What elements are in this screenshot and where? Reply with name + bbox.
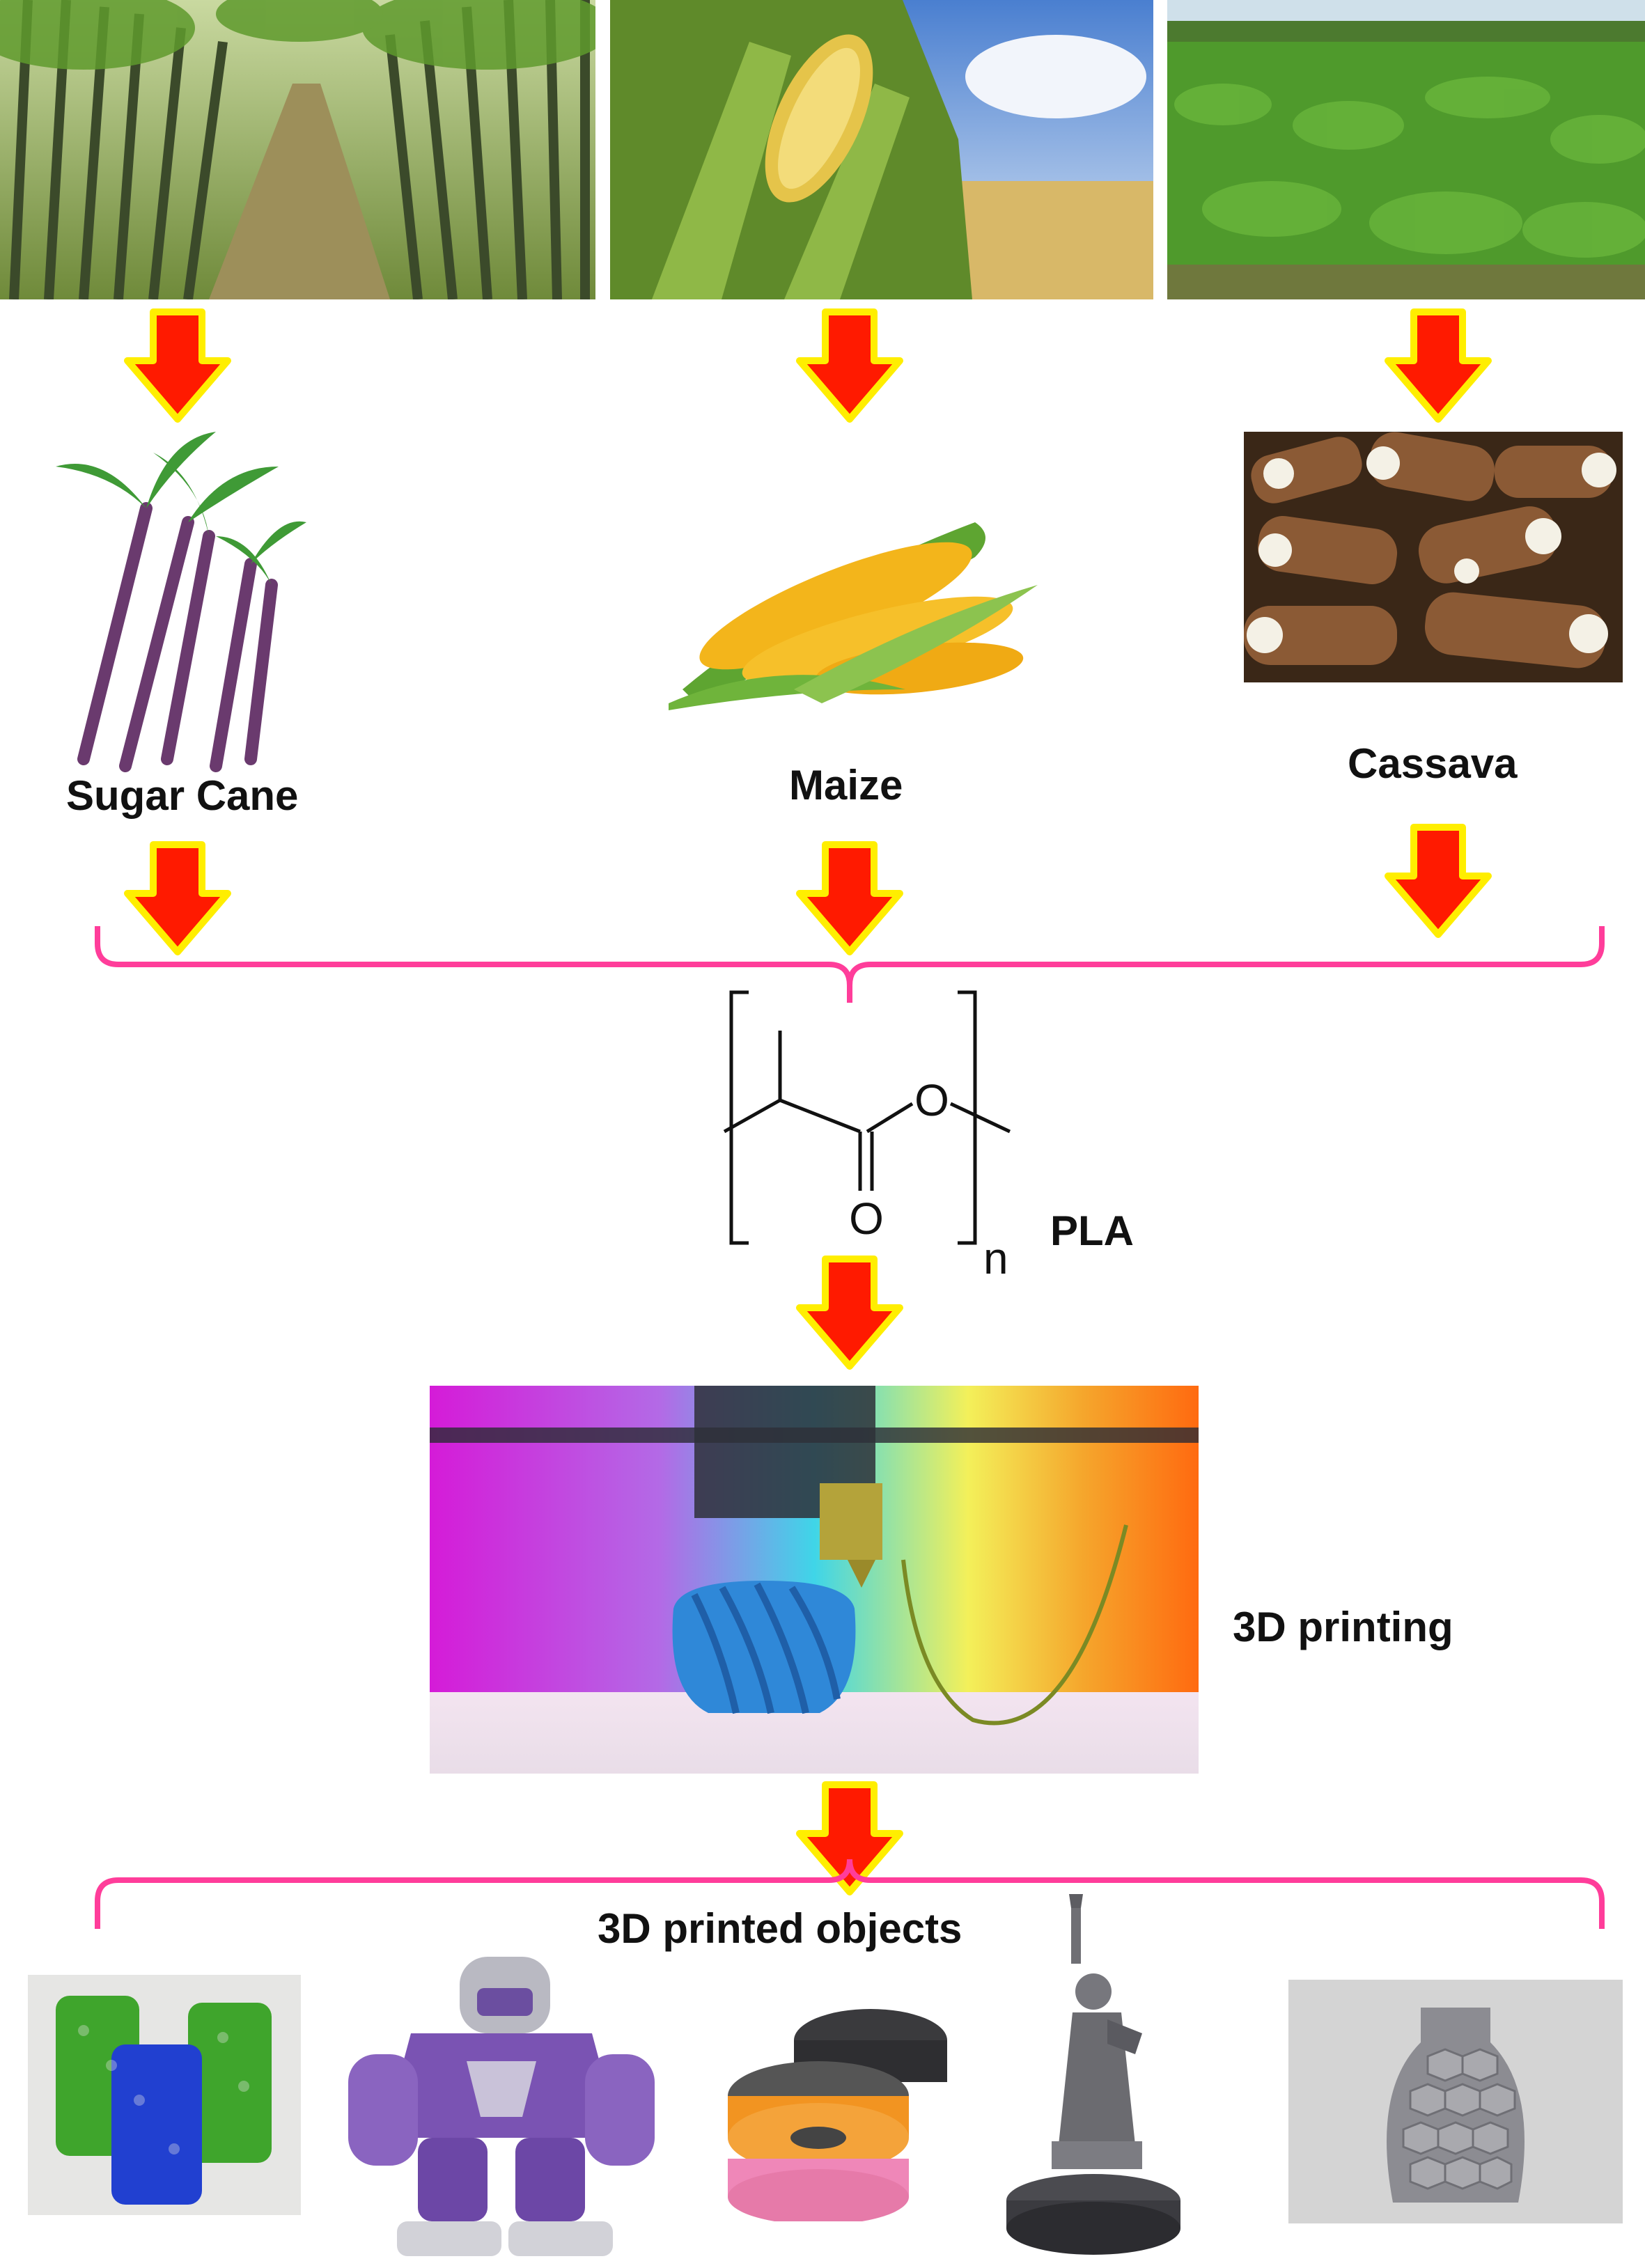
objects-bracket: [95, 1859, 1605, 1929]
down-arrow-icon: [122, 839, 233, 957]
sugarcane-stalks-image: [42, 425, 306, 773]
maize-cobs-image: [669, 480, 1045, 717]
maize-field-photo: [610, 0, 1153, 299]
sugar-cane-label: Sugar Cane: [66, 772, 299, 819]
carbonyl-oxygen-atom: O: [849, 1194, 884, 1244]
ring-oxygen-atom: O: [914, 1075, 949, 1125]
mesh-cylinders-photo: [28, 1975, 301, 2215]
cassava-roots-image: [1244, 432, 1623, 682]
merge-bracket: [95, 926, 1605, 1003]
down-arrow-icon: [794, 1253, 905, 1372]
down-arrow-icon: [794, 1779, 905, 1898]
pla-structure-diagram: O O: [723, 990, 1011, 1245]
cassava-field-photo: [1167, 0, 1645, 299]
sugarcane-field-photo: [0, 0, 595, 299]
down-arrow-icon: [794, 306, 905, 425]
3d-printing-label: 3D printing: [1233, 1604, 1453, 1650]
down-arrow-icon: [794, 839, 905, 957]
maize-label: Maize: [789, 762, 903, 808]
filament-spools-photo: [721, 1992, 951, 2221]
down-arrow-icon: [1382, 306, 1494, 425]
down-arrow-icon: [122, 306, 233, 425]
statue-of-liberty-print-photo: [1003, 1894, 1184, 2256]
3d-printer-photo: [430, 1386, 1199, 1774]
cassava-label: Cassava: [1348, 740, 1518, 787]
down-arrow-icon: [1382, 822, 1494, 940]
robot-figure-photo: [327, 1957, 676, 2263]
hexagon-vase-photo: [1288, 1980, 1623, 2223]
3d-printed-objects-label: 3D printed objects: [598, 1905, 962, 1952]
repeat-unit-subscript: n: [983, 1233, 1008, 1283]
pla-label: PLA: [1050, 1207, 1134, 1254]
